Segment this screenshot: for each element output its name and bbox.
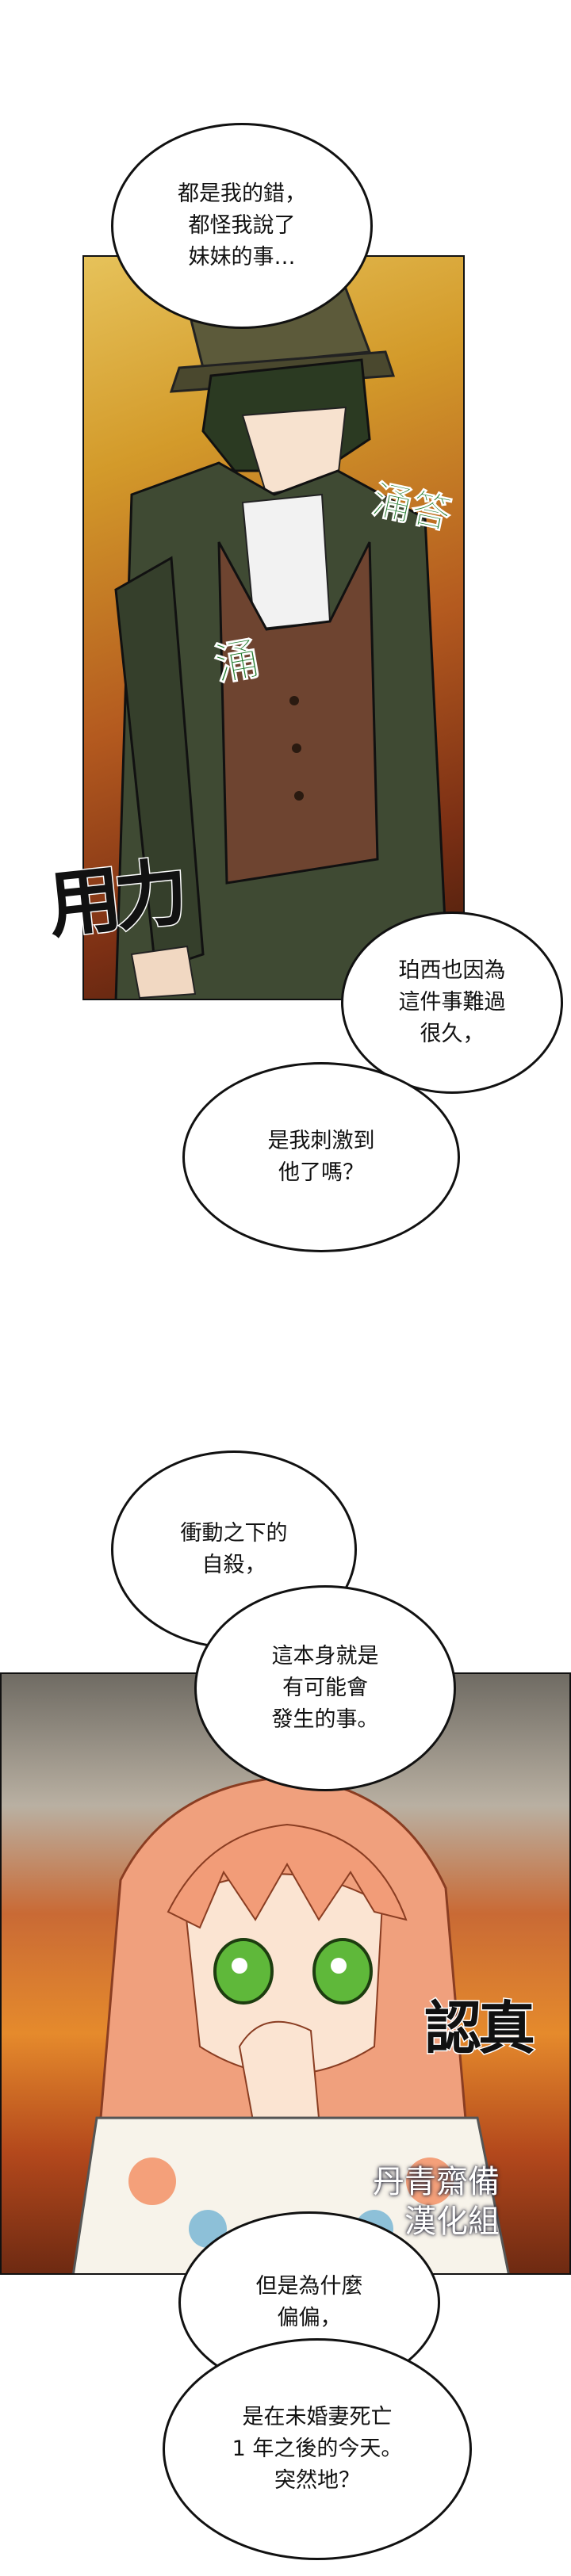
thought-text-4: 衝動之下的 自殺， [180, 1521, 288, 1577]
boy-illustration [114, 287, 450, 999]
speech-bubble-3: 是我刺激到 他了嗎？ [182, 1062, 460, 1252]
speech-text-3: 是我刺激到 他了嗎？ [267, 1129, 375, 1185]
speech-bubble-1: 都是我的錯， 都怪我說了 妹妹的事… [111, 123, 373, 329]
thought-bubble-7: 是在未婚妻死亡 1 年之後的今天。 突然地？ [163, 2338, 472, 2560]
sfx-serious: 認真 [423, 1993, 536, 2063]
comic-panel-2 [0, 1672, 571, 2275]
speech-text-1: 都是我的錯， 都怪我說了 妹妹的事… [178, 182, 306, 269]
watermark-line-1: 丹青齋備 [373, 2164, 500, 2200]
sfx-force: 用力 [43, 848, 186, 950]
thought-bubble-5: 這本身就是 有可能會 發生的事。 [194, 1585, 456, 1791]
speech-text-2: 珀西也因為 這件事難過 很久， [398, 958, 506, 1046]
girl-illustration [72, 1775, 510, 2273]
comic-panel-1 [82, 255, 465, 1000]
speech-bubble-2: 珀西也因為 這件事難過 很久， [341, 912, 563, 1094]
watermark-line-2: 漢化組 [404, 2203, 500, 2240]
thought-text-7: 是在未婚妻死亡 1 年之後的今天。 突然地？ [232, 2405, 403, 2493]
thought-text-5: 這本身就是 有可能會 發生的事。 [271, 1644, 379, 1732]
thought-text-6: 但是為什麼 偏偏， [255, 2274, 363, 2330]
